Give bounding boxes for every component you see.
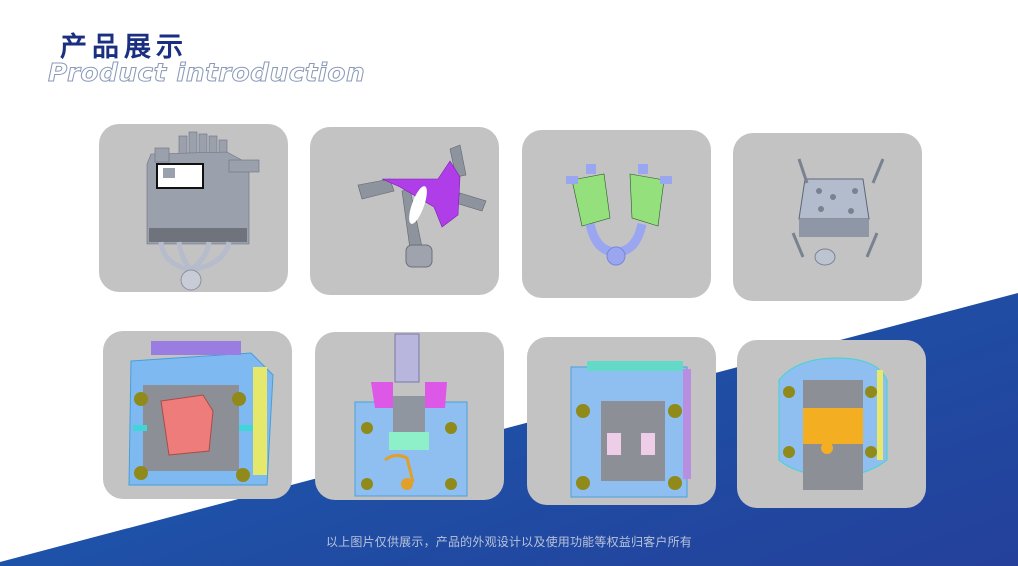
- product-image-7: [570, 361, 691, 498]
- product-card-7[interactable]: [527, 337, 716, 505]
- product-card-2[interactable]: [310, 127, 499, 295]
- page-title: 产品展示: [60, 32, 188, 63]
- product-card-5[interactable]: [103, 331, 292, 499]
- product-image-8: [778, 357, 888, 490]
- product-image-2: [357, 144, 487, 268]
- product-card-3[interactable]: [522, 130, 711, 298]
- disclaimer-text: 以上图片仅供展示，产品的外观设计以及使用功能等权益归客户所有: [325, 535, 692, 549]
- product-card-1[interactable]: [99, 124, 288, 292]
- product-image-3: [566, 164, 672, 266]
- product-card-6[interactable]: [315, 332, 504, 500]
- product-image-5: [128, 341, 274, 486]
- product-image-6: [354, 333, 468, 497]
- product-card-8[interactable]: [737, 340, 926, 508]
- product-image-4: [791, 158, 885, 266]
- product-card-4[interactable]: [733, 133, 922, 301]
- page-subtitle: Product introduction: [47, 58, 366, 87]
- product-image-1: [146, 131, 260, 291]
